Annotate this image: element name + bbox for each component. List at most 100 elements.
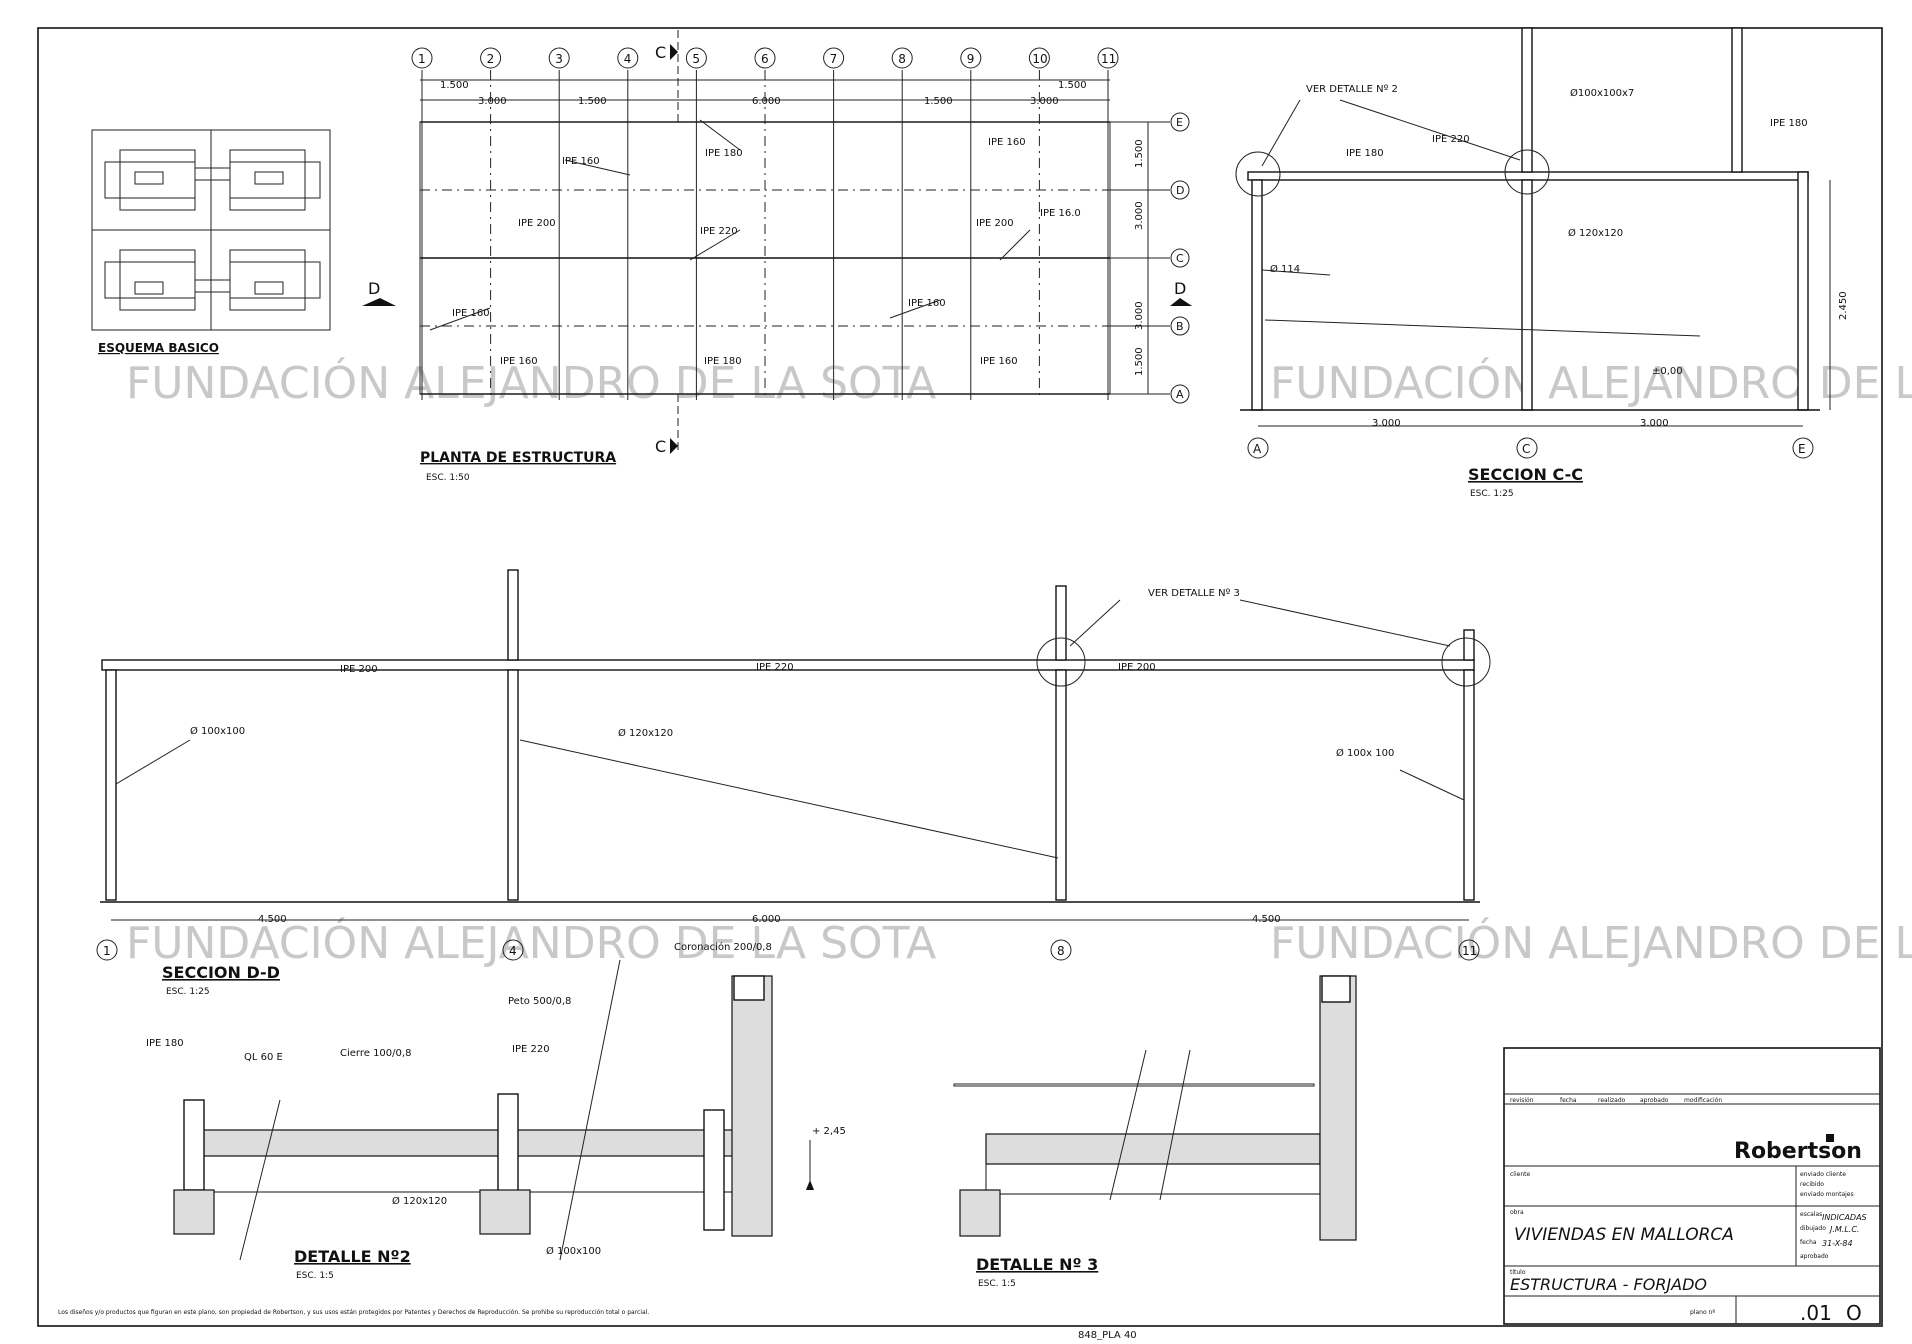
dd-label: Ø 100x 100 — [1336, 747, 1394, 759]
d2-label: Cierre 100/0,8 — [340, 1048, 411, 1059]
dd-label: VER DETALLE Nº 3 — [1148, 588, 1240, 599]
axis-label: 9 — [967, 52, 975, 66]
beam-label: IPE 160 — [988, 137, 1026, 148]
dd-axis: 8 — [1057, 944, 1065, 958]
archive-code: 848_PLA 40 — [1078, 1330, 1137, 1340]
dd-dim: 6.000 — [752, 914, 781, 925]
svg-text:C: C — [655, 437, 666, 456]
cc-label: IPE 180 — [1770, 118, 1808, 129]
d2-label: QL 60 E — [244, 1052, 283, 1063]
axis-bubble — [411, 47, 433, 69]
d2-label: IPE 180 — [146, 1038, 184, 1049]
sheet-number-suffix: O — [1846, 1301, 1862, 1325]
project-name: VIVIENDAS EN MALLORCA — [1514, 1225, 1734, 1245]
dd-label: IPE 200 — [340, 664, 378, 675]
watermark-text: FUNDACIÓN ALEJANDRO DE LA SOTA — [1270, 916, 1912, 969]
tb-value: INDICADAS — [1822, 1213, 1867, 1222]
drawing-subject: ESTRUCTURA - FORJADO — [1510, 1275, 1707, 1294]
tb-label: obra — [1510, 1209, 1524, 1216]
beam-label: IPE 16.0 — [1040, 208, 1081, 219]
d2-label: Peto 500/0,8 — [508, 996, 571, 1007]
brand-logo: Robertson — [1734, 1139, 1862, 1164]
dd-dim: 4.500 — [258, 914, 287, 925]
sheet-number: .01 — [1800, 1301, 1832, 1325]
axis-bubble — [480, 47, 502, 69]
axis-label: 2 — [487, 52, 495, 66]
cc-title: SECCION C-C — [1468, 465, 1583, 484]
d2-label: Coronación 200/0,8 — [674, 941, 772, 953]
tb-header: fecha — [1560, 1097, 1577, 1104]
d2-label: Ø 100x100 — [546, 1245, 601, 1257]
axis-label: 10 — [1032, 52, 1047, 66]
plan-dim: 1.500 — [1134, 347, 1145, 376]
axis-label: 11 — [1101, 52, 1116, 66]
cc-label: IPE 220 — [1432, 134, 1470, 145]
scheme-title: ESQUEMA BASICO — [98, 341, 219, 355]
plan-dim: 1.500 — [1134, 139, 1145, 168]
plan-title: PLANTA DE ESTRUCTURA — [420, 450, 616, 466]
tb-label: título — [1510, 1269, 1526, 1276]
watermark-text: FUNDACIÓN ALEJANDRO DE LA SOTA — [1270, 356, 1912, 409]
cc-level: ±0,00 — [1652, 366, 1683, 377]
dd-title: SECCION D-D — [162, 963, 280, 982]
axis-label: A — [1176, 388, 1184, 401]
cc-label: IPE 180 — [1346, 148, 1384, 159]
beam-label: IPE 180 — [704, 356, 742, 367]
tb-label: aprobado — [1800, 1253, 1829, 1260]
dd-label: IPE 200 — [1118, 662, 1156, 673]
axis-bubble — [1170, 112, 1190, 132]
dd-label: Ø 120x120 — [618, 727, 673, 739]
dd-dim: 4.500 — [1252, 914, 1281, 925]
detail-3: DETALLE Nº 3 ESC. 1:5 — [953, 975, 1357, 1289]
axis-label: 6 — [761, 52, 769, 66]
tb-value: J.M.L.C. — [1828, 1225, 1859, 1234]
plan-dim: 3.000 — [1134, 301, 1145, 330]
axis-bubble — [1170, 316, 1190, 336]
axis-bubble — [754, 47, 776, 69]
svg-text:D: D — [368, 279, 380, 298]
axis-bubble — [548, 47, 570, 69]
cc-dim: 3.000 — [1640, 418, 1669, 429]
d2-scale: ESC. 1:5 — [296, 1271, 334, 1281]
tb-label: escalas — [1800, 1211, 1822, 1218]
axis-bubble — [1097, 47, 1119, 69]
watermark-text: FUNDACIÓN ALEJANDRO DE LA SOTA — [126, 356, 936, 409]
section-dd: IPE 200 IPE 220 IPE 200 VER DETALLE Nº 3… — [96, 569, 1491, 997]
d2-level: + 2,45 — [812, 1126, 846, 1137]
basic-scheme: ESQUEMA BASICO — [91, 129, 331, 355]
beam-label: IPE 160 — [908, 298, 946, 309]
beam-label: IPE 160 — [500, 356, 538, 367]
axis-label: 3 — [555, 52, 563, 66]
cc-scale: ESC. 1:25 — [1470, 489, 1514, 499]
tb-header: realizado — [1598, 1097, 1626, 1104]
tb-label: fecha — [1800, 1239, 1817, 1246]
d3-title: DETALLE Nº 3 — [976, 1255, 1098, 1274]
dd-axis: 4 — [509, 944, 517, 958]
axis-label: 7 — [830, 52, 838, 66]
tb-header: modificación — [1684, 1097, 1722, 1104]
tb-label: dibujado — [1800, 1225, 1826, 1232]
dd-scale: ESC. 1:25 — [166, 987, 210, 997]
cc-axis: A — [1253, 442, 1262, 456]
axis-label: 4 — [624, 52, 632, 66]
axis-bubble — [685, 47, 707, 69]
cc-label: Ø 114 — [1270, 263, 1300, 275]
footer-note: Los diseños y/o productos que figuran en… — [58, 1309, 649, 1316]
cc-dim: 2.450 — [1838, 291, 1849, 320]
sheet-border — [37, 27, 1883, 1327]
svg-text:D: D — [1174, 279, 1186, 298]
dd-axis: 11 — [1462, 944, 1477, 958]
cc-label: VER DETALLE Nº 2 — [1306, 84, 1398, 95]
watermark-text: FUNDACIÓN ALEJANDRO DE LA SOTA — [126, 916, 936, 969]
d3-scale: ESC. 1:5 — [978, 1279, 1016, 1289]
plan-dim: 3.000 — [1134, 201, 1145, 230]
tb-label: enviado cliente — [1800, 1171, 1846, 1178]
axis-bubble — [1170, 248, 1190, 268]
d2-label: IPE 220 — [512, 1044, 550, 1055]
plan-dim: 1.500 — [440, 80, 469, 91]
plan-scale: ESC. 1:50 — [426, 473, 470, 483]
beam-label: IPE 160 — [452, 308, 490, 319]
